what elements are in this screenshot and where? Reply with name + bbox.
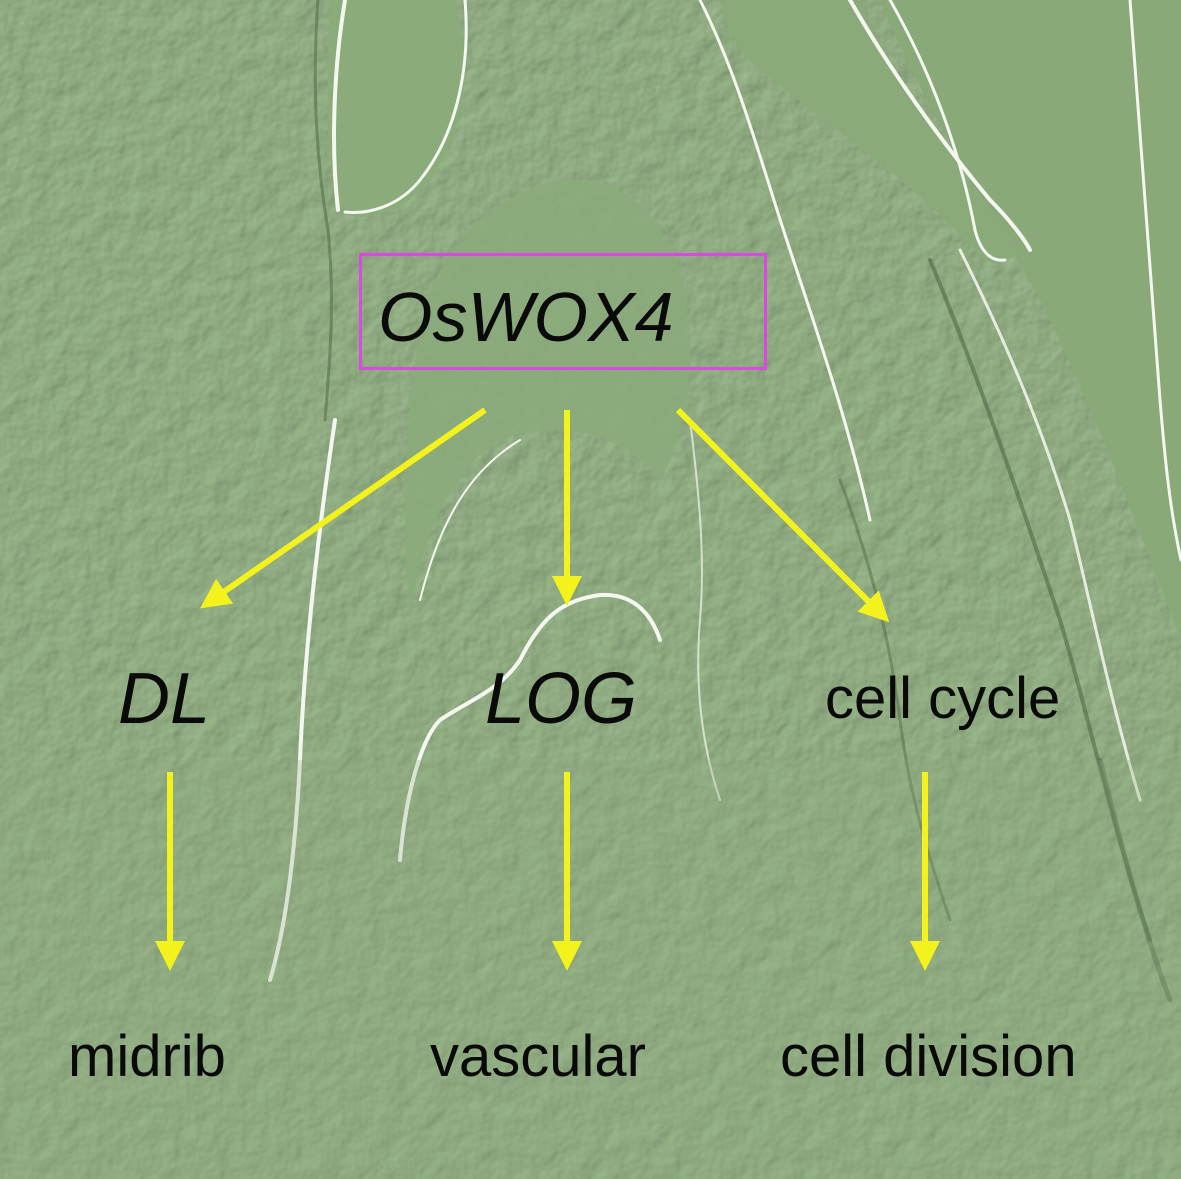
lumen-region bbox=[404, 179, 691, 620]
target-label-dl: DL bbox=[118, 659, 211, 739]
outcome-label-vascular: vascular bbox=[430, 1024, 646, 1089]
lumen-region bbox=[720, 0, 1020, 264]
target-label-cell-cycle: cell cycle bbox=[825, 666, 1061, 731]
hub-label: OsWOX4 bbox=[378, 278, 674, 356]
lumen-region bbox=[880, 0, 1181, 640]
outcome-label-cell-division: cell division bbox=[780, 1024, 1077, 1089]
outcome-label-midrib: midrib bbox=[68, 1024, 226, 1089]
target-label-log: LOG bbox=[485, 659, 638, 739]
hub-box bbox=[359, 253, 767, 370]
lumen-region bbox=[327, 0, 465, 217]
